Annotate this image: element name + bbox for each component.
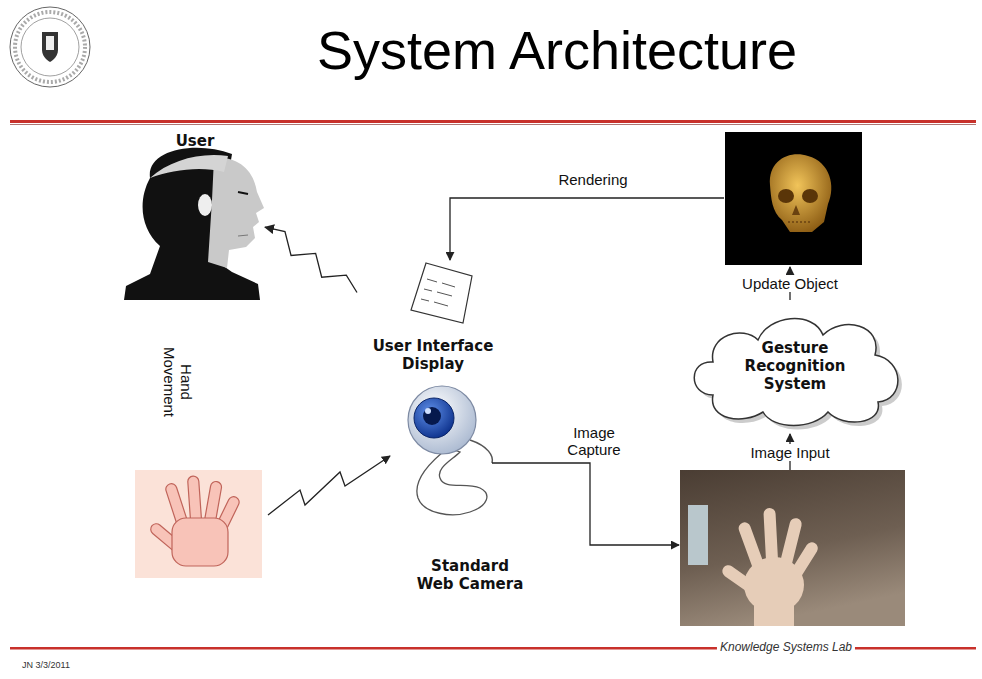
footer-lab-name: Knowledge Systems Lab: [717, 640, 855, 655]
rendering-arrow: [450, 198, 724, 260]
flow-label: Image Capture: [558, 424, 630, 458]
display-icon: [411, 263, 472, 323]
flow-label: Update Object: [739, 275, 841, 292]
user-figure: User: [125, 132, 265, 302]
capture-arrow: [492, 463, 679, 545]
header-rule: [10, 120, 976, 125]
process-cloud: Gesture Recognition System: [683, 300, 907, 432]
footer-date: JN 3/3/2011: [22, 660, 70, 671]
cloud-shape: [694, 319, 898, 426]
flow-label: Hand Movement: [161, 329, 195, 435]
rendered-skull: [725, 132, 862, 265]
node-label: Gesture Recognition System: [736, 339, 854, 393]
user-hand-icon: [135, 470, 262, 578]
node-label: Standard Web Camera: [414, 557, 526, 593]
node-label: User: [176, 132, 215, 150]
lab-seal: [10, 7, 90, 87]
flow-label: Image Input: [747, 444, 832, 461]
captured-hand-photo: [680, 470, 905, 626]
node-label: User Interface Display: [358, 337, 508, 373]
web-camera: [408, 386, 492, 515]
user-head: [124, 148, 264, 300]
flow-label: Rendering: [558, 171, 627, 188]
camera-node: Standard Web Camera: [395, 383, 545, 593]
signal-zigzag: [268, 456, 390, 515]
display-node: User Interface Display: [357, 258, 509, 373]
slide-title: System Architecture: [317, 20, 797, 80]
signal-arrow: [265, 227, 357, 292]
